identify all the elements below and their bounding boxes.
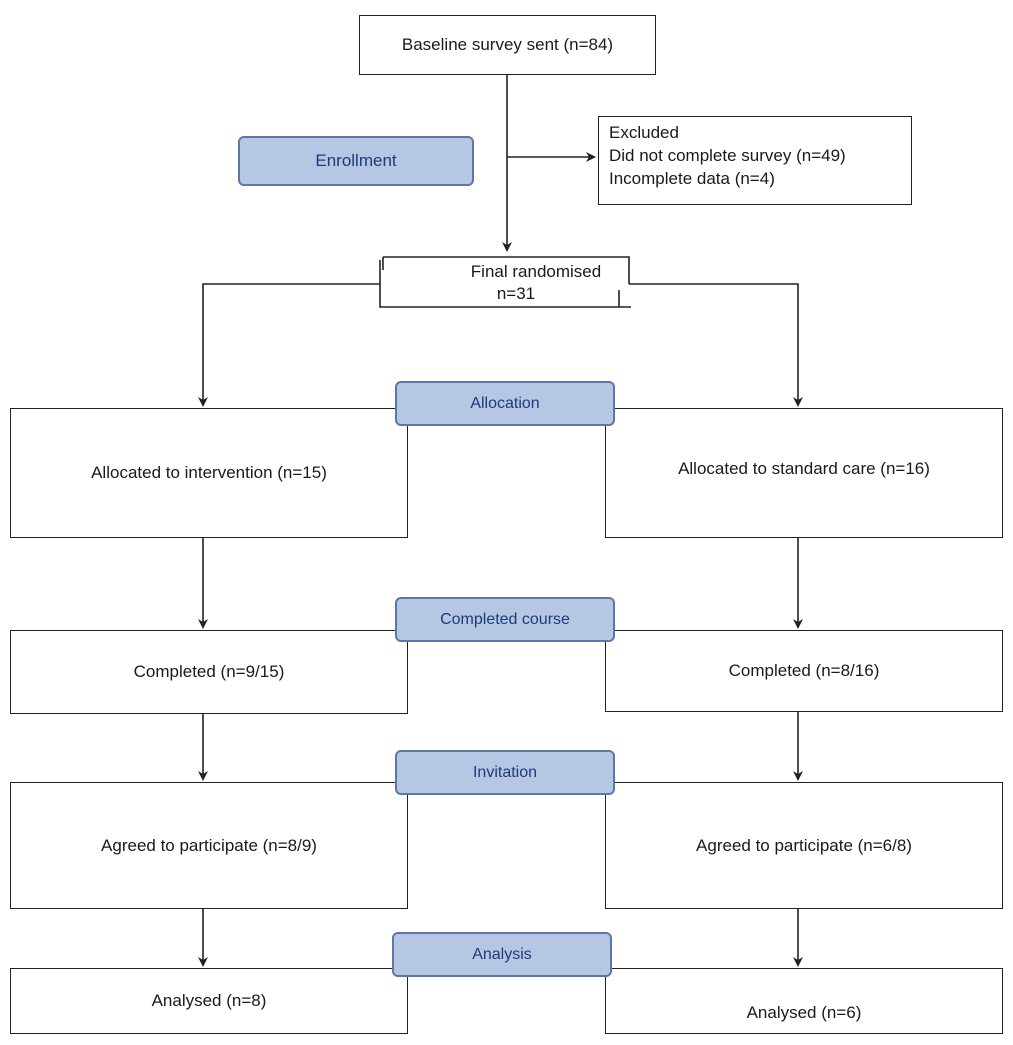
left-agreed-box: Agreed to participate (n=8/9): [10, 782, 408, 909]
excluded-box: Excluded Did not complete survey (n=49) …: [598, 116, 912, 205]
stage-allocation: Allocation: [395, 381, 615, 426]
stage-analysis: Analysis: [392, 932, 612, 977]
final-line-1: Final randomised: [470, 262, 602, 281]
arrow-final-to-right: [629, 283, 803, 407]
left-allocated-box: Allocated to intervention (n=15): [10, 408, 408, 538]
baseline-box: Baseline survey sent (n=84): [359, 15, 656, 75]
final-randomised: Final randomised n=31: [383, 259, 629, 307]
excluded-line-2: Incomplete data (n=4): [609, 169, 775, 188]
stage-invitation: Invitation: [395, 750, 615, 795]
left-allocated-text: Allocated to intervention (n=15): [91, 463, 327, 482]
stage-analysis-label: Analysis: [472, 945, 532, 963]
right-allocated-text: Allocated to standard care (n=16): [678, 459, 930, 478]
right-allocated-box: Allocated to standard care (n=16): [605, 408, 1003, 538]
stage-enrollment-label: Enrollment: [315, 151, 397, 170]
left-completed-box: Completed (n=9/15): [10, 630, 408, 714]
right-analysed-text: Analysed (n=6): [746, 1003, 862, 1022]
right-agreed-text: Agreed to participate (n=6/8): [696, 835, 912, 855]
left-analysed-text: Analysed (n=8): [151, 991, 267, 1010]
stage-enrollment: Enrollment: [238, 136, 474, 186]
stage-completed-course-label: Completed course: [440, 610, 570, 628]
right-agreed-box: Agreed to participate (n=6/8): [605, 782, 1003, 909]
excluded-line-1: Did not complete survey (n=49): [609, 146, 846, 165]
baseline-text: Baseline survey sent (n=84): [401, 35, 614, 54]
final-line-2: n=31: [496, 284, 536, 303]
stage-completed-course: Completed course: [395, 597, 615, 642]
stage-invitation-label: Invitation: [472, 763, 538, 781]
left-agreed-text: Agreed to participate (n=8/9): [101, 835, 317, 855]
right-completed-text: Completed (n=8/16): [728, 661, 880, 680]
right-completed-box: Completed (n=8/16): [605, 630, 1003, 712]
stage-allocation-label: Allocation: [470, 394, 540, 412]
left-completed-text: Completed (n=9/15): [133, 662, 285, 681]
excluded-title: Excluded: [609, 123, 679, 142]
arrow-final-to-left: [198, 283, 380, 407]
left-analysed-box: Analysed (n=8): [10, 968, 408, 1034]
right-analysed-box: Analysed (n=6): [605, 968, 1003, 1034]
final-bracket: [379, 256, 631, 308]
